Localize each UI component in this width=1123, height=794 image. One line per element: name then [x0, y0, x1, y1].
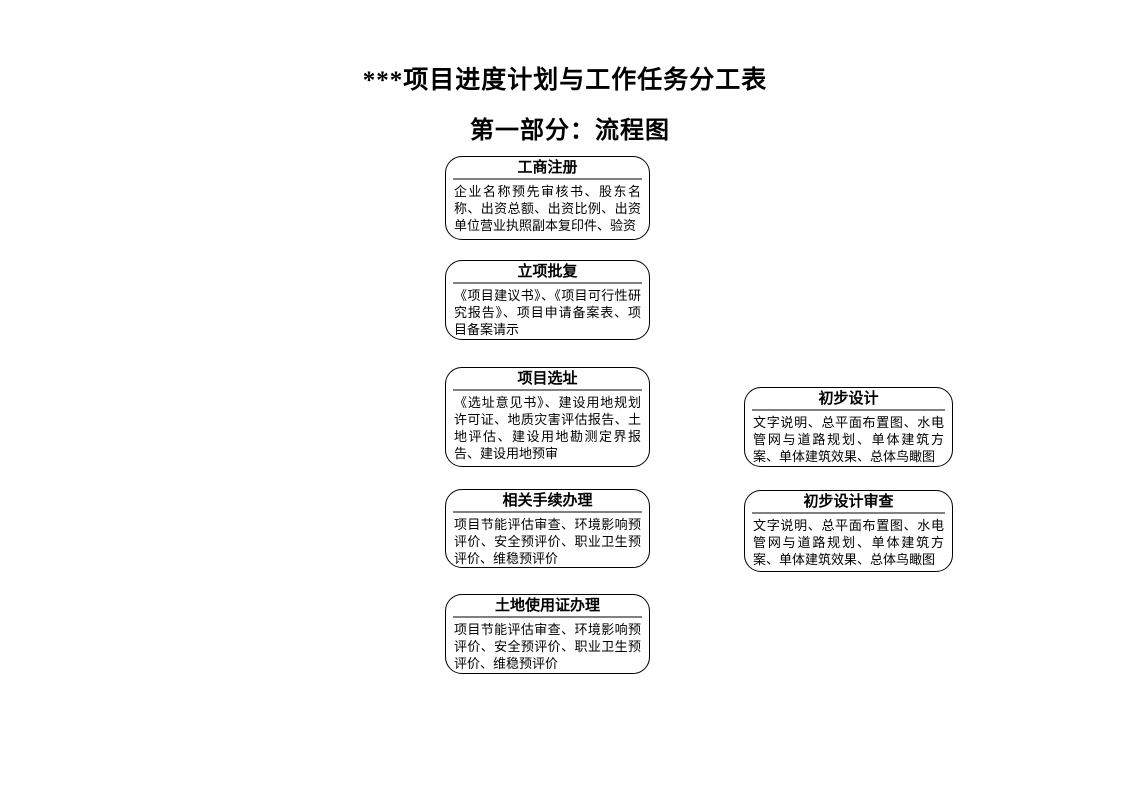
flow-box-business-registration: 工商注册 企业名称预先审核书、股东名称、出资总额、出资比例、出资单位营业执照副本… — [445, 156, 650, 240]
flow-box-body: 文字说明、总平面布置图、水电管网与道路规划、单体建筑方案、单体建筑效果、总体鸟瞰… — [753, 518, 944, 567]
title-separator-line — [453, 511, 642, 513]
section-heading: 第一部分：流程图 — [470, 118, 670, 144]
flow-box-title: 项目选址 — [517, 370, 578, 387]
flow-box-body: 《选址意见书》、建设用地规划许可证、地质灾害评估报告、土地评估、建设用地勘测定界… — [454, 395, 641, 461]
flow-box-title: 相关手续办理 — [502, 492, 593, 509]
title-separator-line — [453, 178, 642, 180]
flow-box-title: 初步设计 — [818, 390, 879, 407]
flow-box-land-use-certificate: 土地使用证办理 项目节能评估审查、环境影响预评价、安全预评价、职业卫生预评价、维… — [445, 594, 650, 674]
flow-box-preliminary-design: 初步设计 文字说明、总平面布置图、水电管网与道路规划、单体建筑方案、单体建筑效果… — [744, 387, 953, 467]
flow-box-related-procedures: 相关手续办理 项目节能评估审查、环境影响预评价、安全预评价、职业卫生预评价、维稳… — [445, 489, 650, 568]
title-separator-line — [453, 616, 642, 618]
flow-box-body: 企业名称预先审核书、股东名称、出资总额、出资比例、出资单位营业执照副本复印件、验… — [454, 184, 641, 233]
title-separator-line — [453, 282, 642, 284]
flow-box-title: 立项批复 — [517, 263, 578, 280]
flow-box-preliminary-design-review: 初步设计审查 文字说明、总平面布置图、水电管网与道路规划、单体建筑方案、单体建筑… — [744, 490, 953, 572]
flow-box-title: 初步设计审查 — [803, 493, 894, 510]
flow-box-title: 工商注册 — [517, 159, 578, 176]
document-title: ***项目进度计划与工作任务分工表 — [362, 67, 768, 94]
flow-box-title: 土地使用证办理 — [494, 597, 600, 614]
flow-box-project-approval: 立项批复 《项目建议书》、《项目可行性研究报告》、项目申请备案表、项目备案请示 — [445, 260, 650, 340]
flow-box-body: 《项目建议书》、《项目可行性研究报告》、项目申请备案表、项目备案请示 — [454, 288, 641, 337]
flow-box-body: 项目节能评估审查、环境影响预评价、安全预评价、职业卫生预评价、维稳预评价 — [454, 517, 641, 566]
flow-box-body: 文字说明、总平面布置图、水电管网与道路规划、单体建筑方案、单体建筑效果、总体鸟瞰… — [753, 415, 944, 464]
title-separator-line — [752, 409, 945, 411]
flow-box-body: 项目节能评估审查、环境影响预评价、安全预评价、职业卫生预评价、维稳预评价 — [454, 622, 641, 671]
title-separator-line — [453, 389, 642, 391]
title-separator-line — [752, 512, 945, 514]
flow-box-site-selection: 项目选址 《选址意见书》、建设用地规划许可证、地质灾害评估报告、土地评估、建设用… — [445, 367, 650, 467]
